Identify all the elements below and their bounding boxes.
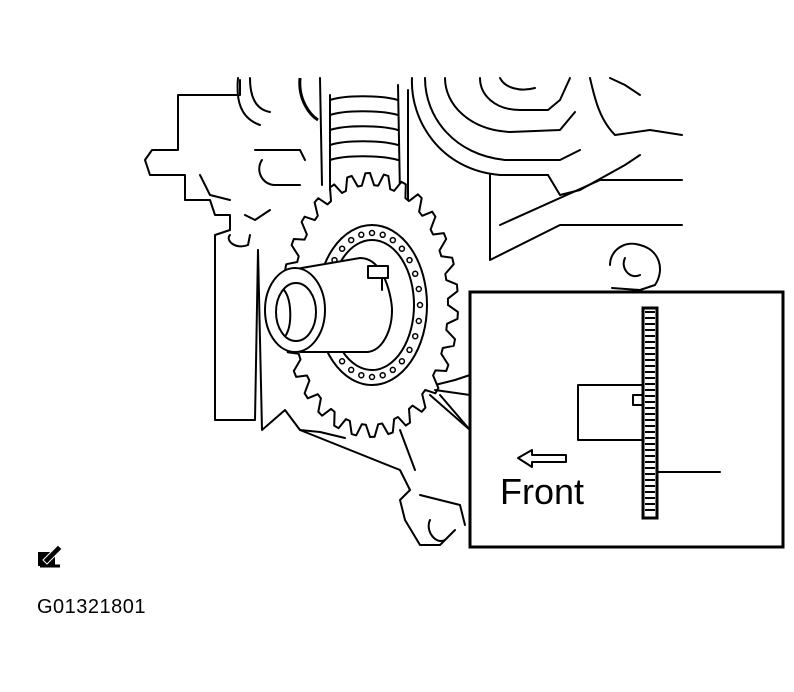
inset-leader: [429, 389, 471, 431]
timing-belt: [319, 77, 409, 201]
sprocket-dimple: [416, 301, 424, 309]
front-direction-label: Front: [500, 471, 585, 512]
sprocket-dimple: [406, 346, 413, 354]
sprocket-dimple: [411, 270, 419, 278]
sprocket-dimple: [358, 371, 365, 379]
sprocket-dimple: [389, 366, 397, 374]
sprocket-dimple: [338, 245, 346, 252]
sprocket-dimple: [368, 373, 376, 381]
sprocket-dimple: [358, 231, 365, 239]
sprocket-dimple: [411, 332, 419, 340]
sprocket-dimple: [398, 245, 406, 252]
sprocket-dimple: [398, 358, 406, 365]
note-pencil-icon: [38, 544, 63, 568]
sprocket-dimple: [415, 317, 423, 325]
sprocket-dimple: [338, 358, 346, 365]
crank-pulley-boss: [264, 257, 393, 353]
detail-inset: [468, 290, 785, 549]
upper-pulleys: [236, 77, 683, 291]
sprocket-dimple: [347, 366, 355, 374]
sprocket-dimple: [379, 231, 386, 239]
engine-block-outline: [144, 79, 471, 546]
figure-code: G01321801: [37, 596, 147, 618]
sprocket-dimple: [415, 285, 423, 293]
sprocket-dimple: [379, 371, 386, 379]
sprocket-dimple: [389, 236, 397, 244]
sprocket-dimple: [406, 256, 413, 264]
front-arrow-icon: [517, 449, 567, 468]
sprocket-dimple: [368, 229, 376, 237]
sprocket-dimple: [347, 236, 355, 244]
